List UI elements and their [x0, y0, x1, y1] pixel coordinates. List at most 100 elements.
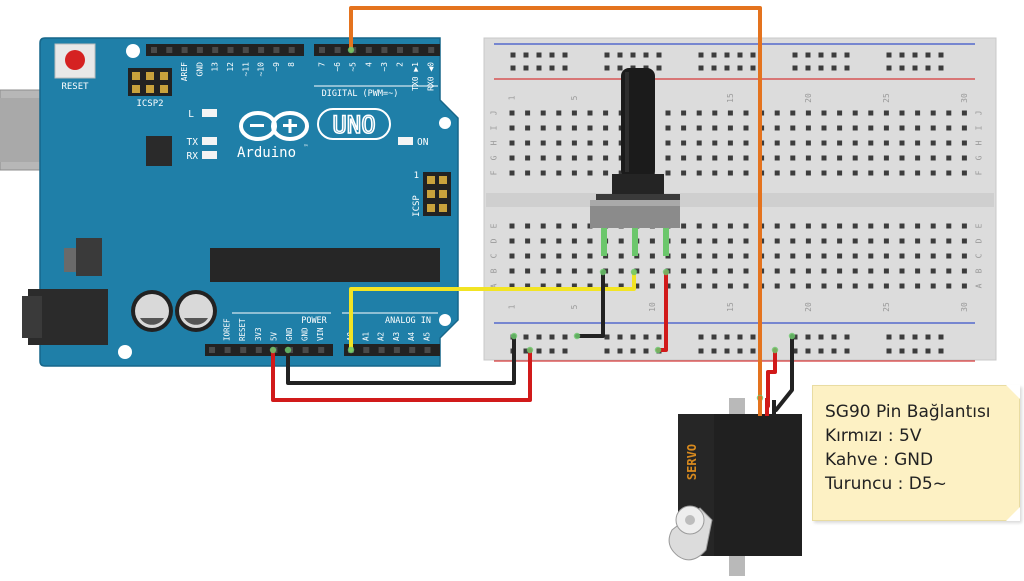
wire-red-5v	[271, 348, 532, 402]
header-pin	[240, 347, 247, 353]
breadboard-hole	[790, 125, 796, 131]
pot-pin-left	[601, 228, 607, 256]
breadboard-hole	[556, 223, 562, 229]
header-pin	[412, 47, 419, 53]
breadboard-hole	[946, 253, 952, 259]
rail-hole	[711, 348, 717, 354]
breadboard-hole	[696, 155, 702, 161]
digital-pin-label: ~9	[272, 62, 281, 72]
breadboard-hole	[899, 253, 905, 259]
rail-hole	[604, 65, 610, 71]
rail-hole	[737, 65, 743, 71]
breadboard-column-number: 1	[508, 304, 517, 309]
rail-hole	[792, 348, 798, 354]
reset-button-cap[interactable]	[65, 50, 85, 70]
breadboard-hole	[556, 238, 562, 244]
breadboard-row-letter: F	[975, 170, 984, 175]
digital-label: DIGITAL (PWM=~)	[322, 89, 399, 99]
breadboard-hole	[852, 110, 858, 116]
breadboard-hole	[681, 125, 687, 131]
analog-pin-label: A4	[407, 331, 416, 341]
breadboard-hole	[649, 253, 655, 259]
breadboard-hole	[540, 125, 546, 131]
icsp-pin	[439, 176, 447, 184]
breadboard-hole	[961, 110, 967, 116]
rail-hole	[724, 334, 730, 340]
rail-hole	[750, 52, 756, 58]
breadboard-hole	[899, 283, 905, 289]
led-l-label: L	[188, 109, 194, 120]
breadboard-hole	[883, 268, 889, 274]
breadboard-hole	[681, 223, 687, 229]
breadboard-hole	[649, 283, 655, 289]
breadboard-hole	[618, 253, 624, 259]
breadboard-hole	[571, 253, 577, 259]
mount-hole	[126, 44, 140, 58]
rail-hole	[617, 65, 623, 71]
breadboard-hole	[556, 110, 562, 116]
breadboard-hole	[681, 170, 687, 176]
sg90-servo[interactable]: SERVO	[668, 396, 802, 576]
rail-hole	[604, 334, 610, 340]
capacitor	[175, 290, 217, 332]
breadboard-hole	[587, 110, 593, 116]
breadboard-hole	[712, 170, 718, 176]
breadboard-hole	[525, 140, 531, 146]
rail-hole	[886, 334, 892, 340]
breadboard-hole	[837, 170, 843, 176]
breadboard-hole	[837, 140, 843, 146]
header-pin	[196, 47, 203, 53]
breadboard-hole	[852, 125, 858, 131]
led-l	[202, 109, 217, 117]
breadboard-hole	[915, 125, 921, 131]
breadboard-hole	[571, 170, 577, 176]
power-pin-label: IOREF	[223, 318, 232, 341]
breadboard-hole	[899, 268, 905, 274]
header-pin	[318, 347, 325, 353]
rail-hole	[938, 348, 944, 354]
breadboard-hole	[665, 110, 671, 116]
wire-endpoint	[573, 332, 581, 340]
voltage-regulator	[64, 248, 76, 272]
rail-hole	[750, 334, 756, 340]
rail-hole	[844, 348, 850, 354]
breadboard-hole	[790, 223, 796, 229]
rail-hole	[724, 52, 730, 58]
breadboard-hole	[618, 238, 624, 244]
breadboard-hole	[805, 110, 811, 116]
breadboard-hole	[930, 170, 936, 176]
breadboard-hole	[712, 140, 718, 146]
breadboard-hole	[540, 283, 546, 289]
rail-hole	[536, 348, 542, 354]
breadboard-hole	[696, 110, 702, 116]
header-pin	[255, 347, 262, 353]
led-on	[398, 137, 413, 145]
breadboard-hole	[946, 268, 952, 274]
breadboard-row-letter: A	[490, 283, 499, 288]
breadboard-hole	[618, 170, 624, 176]
digital-pin-label: ~3	[380, 62, 389, 72]
breadboard-hole	[805, 170, 811, 176]
header-pin	[212, 47, 219, 53]
breadboard-row-letter: B	[490, 268, 499, 273]
wire-endpoint	[284, 346, 292, 354]
breadboard-row-letter: D	[975, 238, 984, 243]
wire-black-gnd	[286, 334, 516, 385]
breadboard-hole	[837, 283, 843, 289]
breadboard-hole	[837, 268, 843, 274]
rail-hole	[549, 65, 555, 71]
breadboard-hole	[774, 253, 780, 259]
potentiometer[interactable]	[590, 68, 680, 256]
breadboard-hole	[712, 253, 718, 259]
icsp-pin	[439, 204, 447, 212]
breadboard-hole	[883, 110, 889, 116]
breadboard-hole	[915, 283, 921, 289]
power-pin-label: GND	[285, 327, 294, 341]
icsp2-pin	[160, 85, 168, 93]
digital-pin-label: RX0 ◀0	[427, 62, 436, 91]
capacitor	[131, 290, 173, 332]
breadboard-hole	[618, 283, 624, 289]
rail-hole	[724, 65, 730, 71]
